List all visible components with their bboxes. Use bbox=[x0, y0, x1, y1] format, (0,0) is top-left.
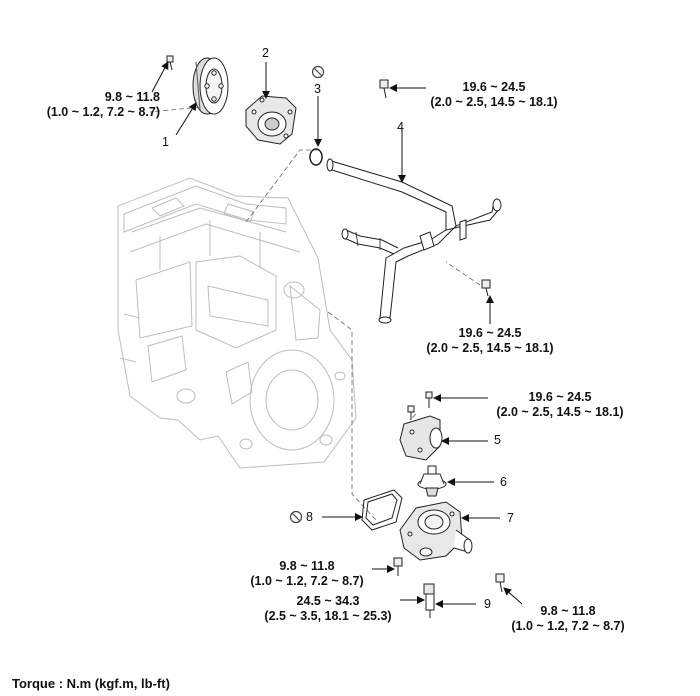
part-number-2: 2 bbox=[262, 46, 269, 60]
housing-bolt-right bbox=[495, 573, 505, 593]
callout-lines bbox=[151, 61, 523, 608]
part-number-5: 5 bbox=[494, 433, 501, 447]
torque-value: 24.5 ~ 34.3 bbox=[296, 594, 360, 608]
torque-value: 19.6 ~ 24.5 bbox=[458, 326, 522, 340]
torque-alt-units: (1.0 ~ 1.2, 7.2 ~ 8.7) bbox=[511, 619, 625, 633]
o-ring bbox=[309, 148, 323, 166]
assembly-guide-lines bbox=[149, 106, 481, 521]
thermostat-cover bbox=[399, 415, 443, 461]
part-number-3: 3 bbox=[314, 82, 321, 96]
torque-housing-left: 9.8 ~ 11.8 (1.0 ~ 1.2, 7.2 ~ 8.7) bbox=[232, 559, 382, 589]
torque-value: 9.8 ~ 11.8 bbox=[104, 90, 160, 104]
torque-alt-units: (2.0 ~ 2.5, 14.5 ~ 18.1) bbox=[426, 341, 554, 355]
pipe-bolt-bottom bbox=[481, 279, 491, 297]
torque-value: 19.6 ~ 24.5 bbox=[528, 390, 592, 404]
part-number-1: 1 bbox=[162, 135, 169, 149]
water-pump bbox=[245, 95, 297, 145]
torque-value: 9.8 ~ 11.8 bbox=[540, 604, 596, 618]
part-number-7: 7 bbox=[507, 511, 514, 525]
torque-value: 19.6 ~ 24.5 bbox=[462, 80, 526, 94]
torque-pipe-top: 19.6 ~ 24.5 (2.0 ~ 2.5, 14.5 ~ 18.1) bbox=[404, 80, 584, 110]
do-not-reuse-icon bbox=[289, 510, 303, 524]
do-not-reuse-icon bbox=[311, 65, 325, 79]
torque-alt-units: (2.0 ~ 2.5, 14.5 ~ 18.1) bbox=[430, 95, 558, 109]
part-number-8: 8 bbox=[306, 510, 313, 524]
cover-bolts bbox=[407, 391, 433, 420]
torque-pipe-bottom: 19.6 ~ 24.5 (2.0 ~ 2.5, 14.5 ~ 18.1) bbox=[400, 326, 580, 356]
torque-alt-units: (2.5 ~ 3.5, 18.1 ~ 25.3) bbox=[264, 609, 392, 623]
water-inlet-pipe bbox=[326, 158, 502, 324]
thermostat bbox=[417, 465, 447, 497]
torque-housing-right: 9.8 ~ 11.8 (1.0 ~ 1.2, 7.2 ~ 8.7) bbox=[488, 604, 648, 634]
torque-alt-units: (1.0 ~ 1.2, 7.2 ~ 8.7) bbox=[46, 105, 160, 119]
torque-thermostat-cover: 19.6 ~ 24.5 (2.0 ~ 2.5, 14.5 ~ 18.1) bbox=[470, 390, 650, 420]
torque-sensor: 24.5 ~ 34.3 (2.5 ~ 3.5, 18.1 ~ 25.3) bbox=[248, 594, 408, 624]
torque-pulley: 9.8 ~ 11.8 (1.0 ~ 1.2, 7.2 ~ 8.7) bbox=[30, 90, 160, 120]
pulley-bolt bbox=[166, 55, 174, 71]
torque-alt-units: (1.0 ~ 1.2, 7.2 ~ 8.7) bbox=[250, 574, 364, 588]
temperature-sensor bbox=[423, 583, 435, 618]
torque-alt-units: (2.0 ~ 2.5, 14.5 ~ 18.1) bbox=[496, 405, 624, 419]
housing-bolt-left bbox=[393, 557, 403, 576]
torque-units-legend: Torque : N.m (kgf.m, lb-ft) bbox=[12, 676, 170, 691]
engine-block bbox=[117, 177, 357, 469]
torque-value: 9.8 ~ 11.8 bbox=[279, 559, 335, 573]
water-pump-pulley bbox=[192, 57, 229, 115]
part-number-4: 4 bbox=[397, 120, 404, 134]
thermostat-housing bbox=[399, 501, 473, 561]
part-number-9: 9 bbox=[484, 597, 491, 611]
pipe-bolt-top bbox=[379, 79, 389, 99]
housing-gasket bbox=[361, 489, 403, 531]
part-number-6: 6 bbox=[500, 475, 507, 489]
